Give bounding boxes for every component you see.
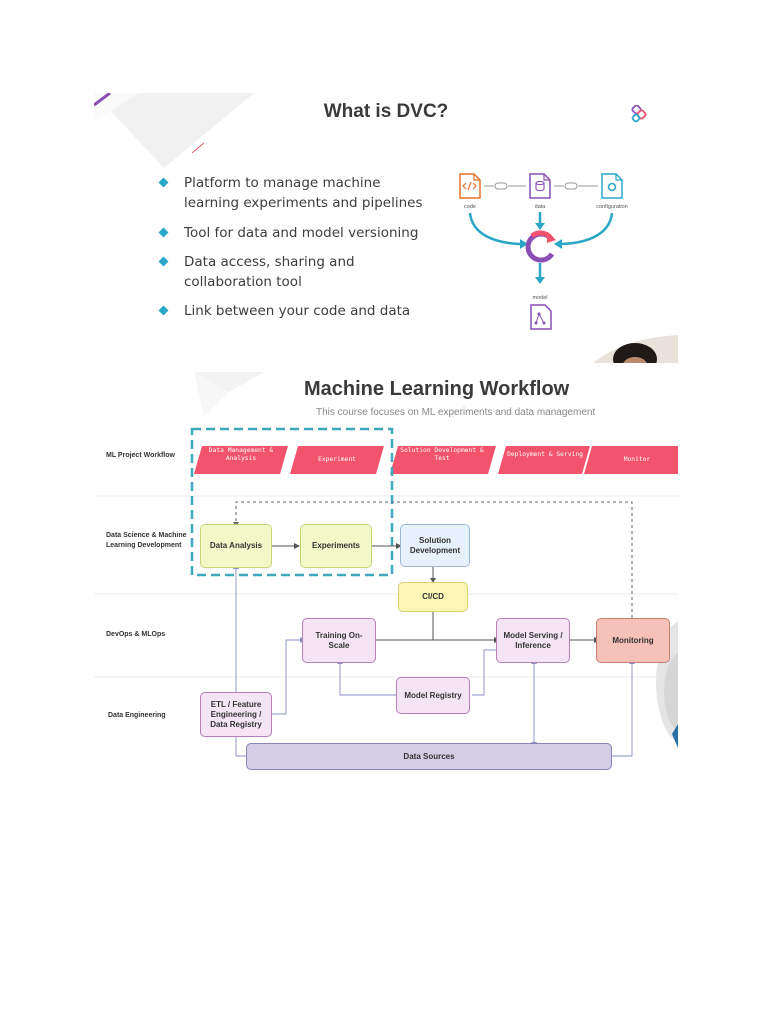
webcam-overlay [593,335,678,363]
diamond-bullet-icon [158,305,169,316]
stage-label: Monitor [623,456,651,463]
bullet-text: Platform to manage machine learning expe… [184,175,423,211]
data-sources-node: Data Sources [246,743,612,770]
slide-ml-workflow: Machine Learning Workflow This course fo… [94,372,678,772]
configuration-arrow [561,212,614,246]
configuration-label: configuration [596,204,628,210]
training-node: Training On-Scale [302,618,376,663]
diamond-bullet-icon [158,227,169,238]
stage-chevron [498,446,590,474]
stage-chevrons [194,446,678,474]
bullet-item: Link between your code and data [158,301,438,321]
monitoring-node: Monitoring [596,618,670,663]
workflow-diagram [94,372,678,757]
dvc-logo-icon [631,105,647,123]
stage-chevron [584,446,678,474]
bullet-text: Tool for data and model versioning [184,225,419,241]
slide-title: What is DVC? [323,101,449,122]
stage-label: Deployment & Serving [507,451,583,458]
bullet-list: Platform to manage machine learning expe… [158,173,438,330]
bullet-item: Data access, sharing and collaboration t… [158,252,438,292]
configuration-file-icon [601,173,623,199]
dvc-flow-diagram: code data configuration model [459,173,628,330]
slide-what-is-dvc: What is DVC? Platform to manage machine … [94,93,678,363]
bullet-item: Platform to manage machine learning expe… [158,173,438,213]
lane-label-dsml: Data Science & Machine Learning Developm… [106,532,187,549]
stage-chevron [290,446,384,474]
experiments-node: Experiments [300,524,372,568]
etl-node: ETL / Feature Engineering / Data Registr… [200,692,272,737]
lane-label-project: ML Project Workflow [106,452,175,459]
slide-subtitle: This course focuses on ML experiments an… [316,407,596,418]
diamond-bullet-icon [158,256,169,267]
stage-chevron [194,446,288,474]
model-serving-node: Model Serving / Inference [496,618,570,663]
model-file-icon [530,304,552,330]
code-label: code [464,204,476,210]
code-file-icon [459,173,481,199]
lane-label-devops: DevOps & MLOps [106,631,166,638]
model-label: model [533,295,548,301]
data-file-icon [529,173,551,199]
data-arrow [535,223,545,230]
stage-label: Experiment [318,456,356,463]
link-icons [484,182,598,190]
bullet-text: Data access, sharing and collaboration t… [184,254,355,290]
slide-title: Machine Learning Workflow [304,378,570,400]
lane-label-dataeng: Data Engineering [108,712,166,719]
stage-label: Solution Development & Test [400,447,484,462]
diamond-bullet-icon [158,177,169,188]
cicd-node: CI/CD [398,582,468,612]
data-label: data [535,204,547,210]
data-analysis-node: Data Analysis [200,524,272,568]
stage-label: Data Management & Analysis [208,447,274,462]
model-arrow [535,277,545,284]
model-registry-node: Model Registry [396,677,470,714]
bullet-item: Tool for data and model versioning [158,223,438,243]
code-arrow [468,212,521,246]
corner-decoration [94,93,254,168]
pipeline-cycle-icon [525,230,556,263]
bullet-text: Link between your code and data [184,303,411,319]
stage-chevron [390,446,496,474]
solution-development-node: Solution Development [400,524,470,567]
